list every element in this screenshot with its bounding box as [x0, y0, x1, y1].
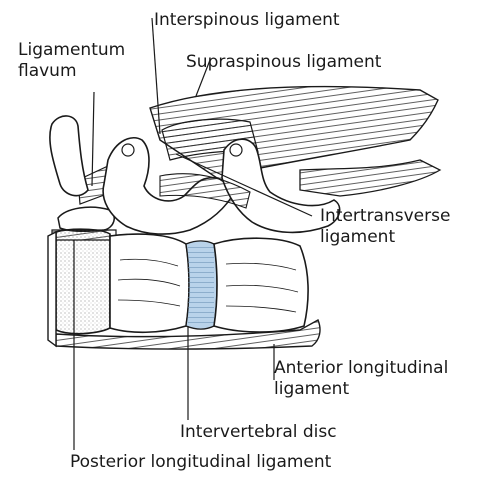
label-ligamentum-flavum: Ligamentum flavum: [18, 40, 125, 82]
label-intertransverse-ligament: Intertransverse ligament: [320, 206, 450, 248]
posterior-longitudinal-ligament: [48, 232, 56, 346]
leader-ligamentum-flavum: [92, 92, 94, 186]
label-posterior-longitudinal-ligament: Posterior longitudinal ligament: [70, 452, 331, 473]
vertebral-body-1: [110, 234, 189, 332]
label-supraspinous-ligament: Supraspinous ligament: [186, 52, 381, 73]
intervertebral-disc: [186, 241, 217, 329]
label-interspinous-ligament: Interspinous ligament: [154, 10, 340, 31]
vertebral-body-cut: [52, 229, 116, 333]
label-anterior-longitudinal-ligament: Anterior longitudinal ligament: [274, 358, 448, 400]
vertebral-body-2: [214, 238, 308, 332]
label-intervertebral-disc: Intervertebral disc: [180, 422, 337, 443]
